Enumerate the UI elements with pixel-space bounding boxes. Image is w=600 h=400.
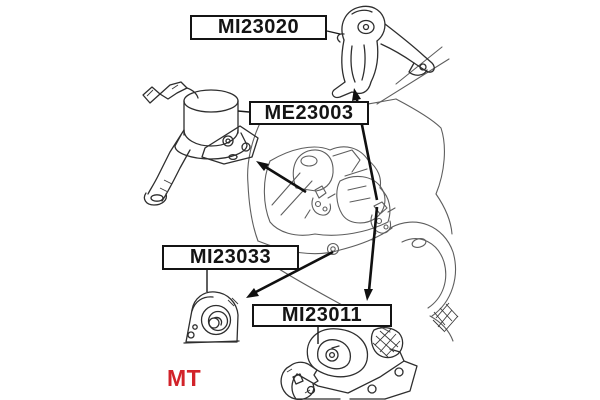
callout-mi23033[interactable]: MI23033: [162, 245, 299, 270]
car-body-sketch: [247, 46, 459, 342]
callout-connectors: [206, 30, 341, 344]
arrow-to-me23003-part: [256, 161, 307, 194]
part-drawing-mi23033: [183, 291, 240, 344]
part-drawing-mi23011: [280, 326, 418, 400]
part-drawing-mi23020: [331, 5, 435, 99]
callout-mi23020[interactable]: MI23020: [190, 15, 327, 40]
callout-me23003[interactable]: ME23003: [249, 101, 369, 125]
callout-mi23011[interactable]: MI23011: [252, 304, 392, 327]
transmission-type-note: MT: [167, 365, 202, 391]
arrow-to-mi23033-part: [246, 250, 334, 298]
arrow-to-mi23011-box: [364, 206, 379, 301]
part-drawing-me23003: [142, 81, 259, 206]
